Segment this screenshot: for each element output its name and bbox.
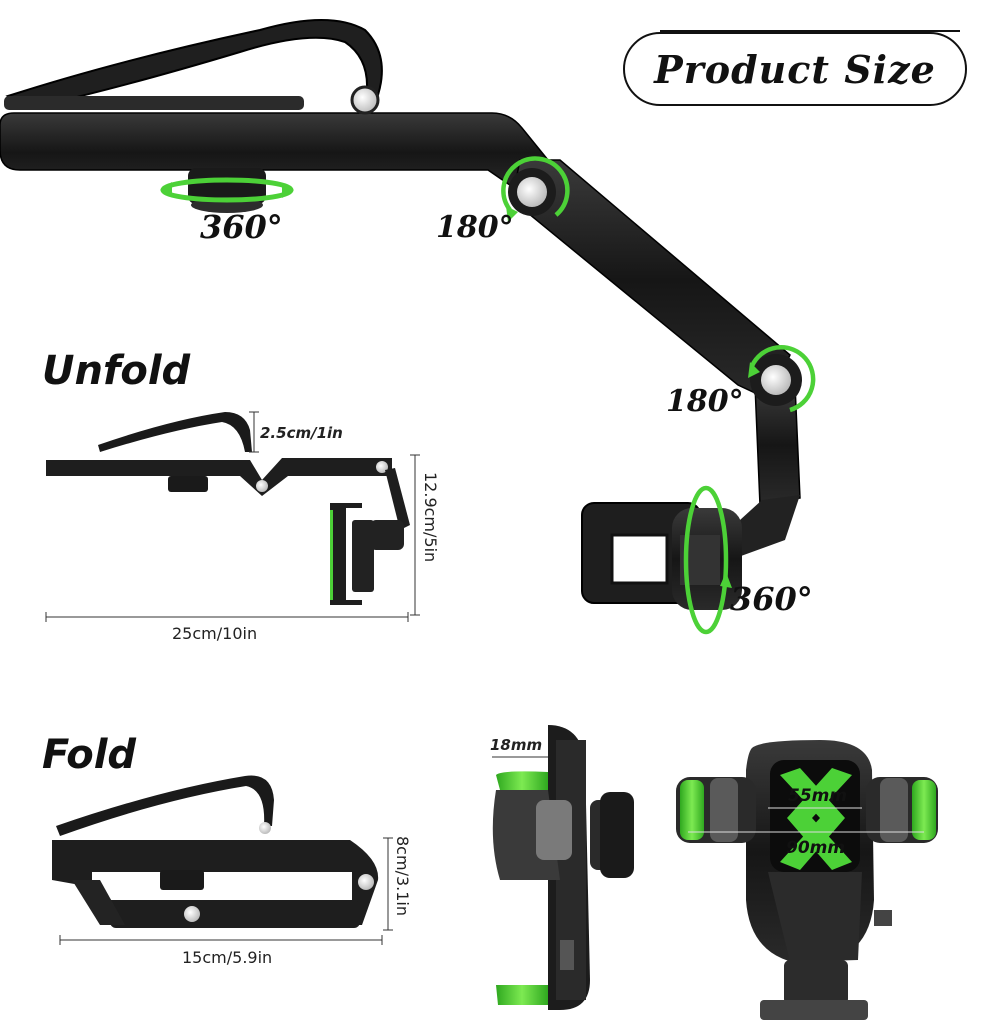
header-underline bbox=[660, 30, 960, 32]
unfold-title: Unfold bbox=[42, 348, 191, 394]
holder-max-width: 90mm bbox=[786, 838, 846, 858]
clip-pin bbox=[350, 85, 380, 115]
holder-min-width: 55mm bbox=[788, 786, 848, 806]
fold-title: Fold bbox=[42, 732, 137, 778]
fold-diagram bbox=[52, 775, 393, 945]
label-180-lower: 180° bbox=[666, 384, 744, 419]
fold-height: 8cm/3.1in bbox=[393, 836, 412, 916]
visor-clip bbox=[5, 19, 383, 110]
fold-length: 15cm/5.9in bbox=[182, 948, 273, 967]
holder-side-view bbox=[492, 725, 634, 1010]
main-arm bbox=[0, 112, 549, 193]
label-360-ball: 360° bbox=[730, 580, 813, 618]
header-badge: Product Size bbox=[623, 32, 967, 106]
clip-plate bbox=[4, 96, 304, 110]
base-knob bbox=[188, 168, 266, 204]
label-180-upper: 180° bbox=[436, 210, 514, 245]
unfold-clip-height: 2.5cm/1in bbox=[260, 424, 343, 442]
page-title: Product Size bbox=[654, 46, 936, 92]
holder-depth: 18mm bbox=[490, 736, 543, 754]
ball-rotate-arrow bbox=[683, 485, 729, 635]
main-product bbox=[0, 19, 816, 635]
unfold-length: 25cm/10in bbox=[172, 624, 258, 643]
holder-front-view bbox=[676, 740, 938, 1020]
unfold-height: 12.9cm/5in bbox=[421, 472, 440, 563]
label-360-top: 360° bbox=[200, 208, 283, 246]
unfold-diagram bbox=[45, 411, 420, 622]
